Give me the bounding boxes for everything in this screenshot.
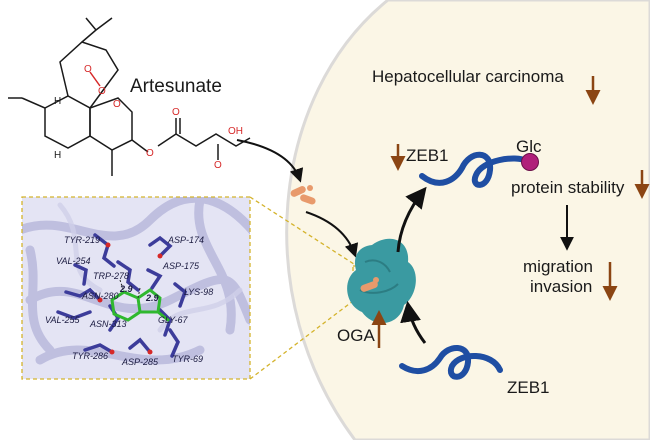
peroxide-oxygen-label-2: O bbox=[98, 86, 106, 97]
zeb1-bottom-label: ZEB1 bbox=[507, 378, 550, 397]
residue-label: TYR-69 bbox=[172, 354, 203, 364]
zeb1-top-label: ZEB1 bbox=[406, 146, 449, 165]
zeb1-bottom-strand bbox=[399, 345, 503, 380]
residue-label: ASP-174 bbox=[167, 235, 204, 245]
oga-enzyme bbox=[347, 238, 416, 324]
invasion-label: invasion bbox=[530, 277, 592, 296]
residue-label: TYR-286 bbox=[72, 351, 108, 361]
residue-label: TRP-278 bbox=[93, 271, 129, 281]
migration-label: migration bbox=[523, 257, 593, 276]
hbond-distance-label: 2.9 bbox=[119, 284, 133, 294]
ligand-to-oga-arrow bbox=[305, 211, 359, 258]
protein-stability-label: protein stability bbox=[511, 178, 625, 197]
carbonyl-oxygen-label: O bbox=[172, 107, 180, 118]
hbond-distance-label: 2.9 bbox=[145, 293, 159, 303]
glc-modification bbox=[521, 153, 539, 171]
oga-to-zeb1-arrow bbox=[396, 186, 427, 253]
residue-label: ASN-280 bbox=[81, 291, 119, 301]
oga-label: OGA bbox=[337, 326, 375, 345]
ester-oxygen-label: O bbox=[146, 148, 154, 159]
acid-carbonyl-oxygen-label: O bbox=[214, 160, 222, 171]
docking-panel: TYR-219 ASP-174 VAL-254 TRP-278 ASP-175 … bbox=[21, 196, 251, 380]
residue-label: LYS-98 bbox=[184, 287, 213, 297]
cell-membrane bbox=[285, 0, 650, 440]
glc-label: Glc bbox=[516, 137, 542, 156]
bound-artesunate-icon bbox=[360, 277, 379, 292]
drug-name: Artesunate bbox=[130, 76, 222, 97]
artesunate-structure bbox=[8, 17, 251, 176]
residue-label: ASP-285 bbox=[121, 357, 159, 367]
residue-label: ASP-175 bbox=[162, 261, 200, 271]
drug-entry-arrow bbox=[236, 139, 304, 183]
hydrogen-label-2: H bbox=[54, 150, 61, 161]
residue-label: TYR-219 bbox=[64, 235, 100, 245]
residue-label: GLY-67 bbox=[158, 315, 189, 325]
hydrogen-label-1: H bbox=[54, 96, 61, 107]
residue-label: VAL-255 bbox=[45, 315, 81, 325]
zeb1-top-strand bbox=[419, 151, 530, 188]
ring-oxygen-label: O bbox=[113, 99, 121, 110]
hydroxyl-label: OH bbox=[228, 126, 243, 137]
peroxide-oxygen-label-1: O bbox=[84, 64, 92, 75]
zeb1-to-oga-arrow bbox=[400, 300, 427, 344]
residue-label: ASN-313 bbox=[89, 319, 127, 329]
residue-label: VAL-254 bbox=[56, 256, 91, 266]
artesunate-ligand-icon bbox=[290, 185, 316, 205]
disease-title: Hepatocellular carcinoma bbox=[372, 67, 564, 86]
